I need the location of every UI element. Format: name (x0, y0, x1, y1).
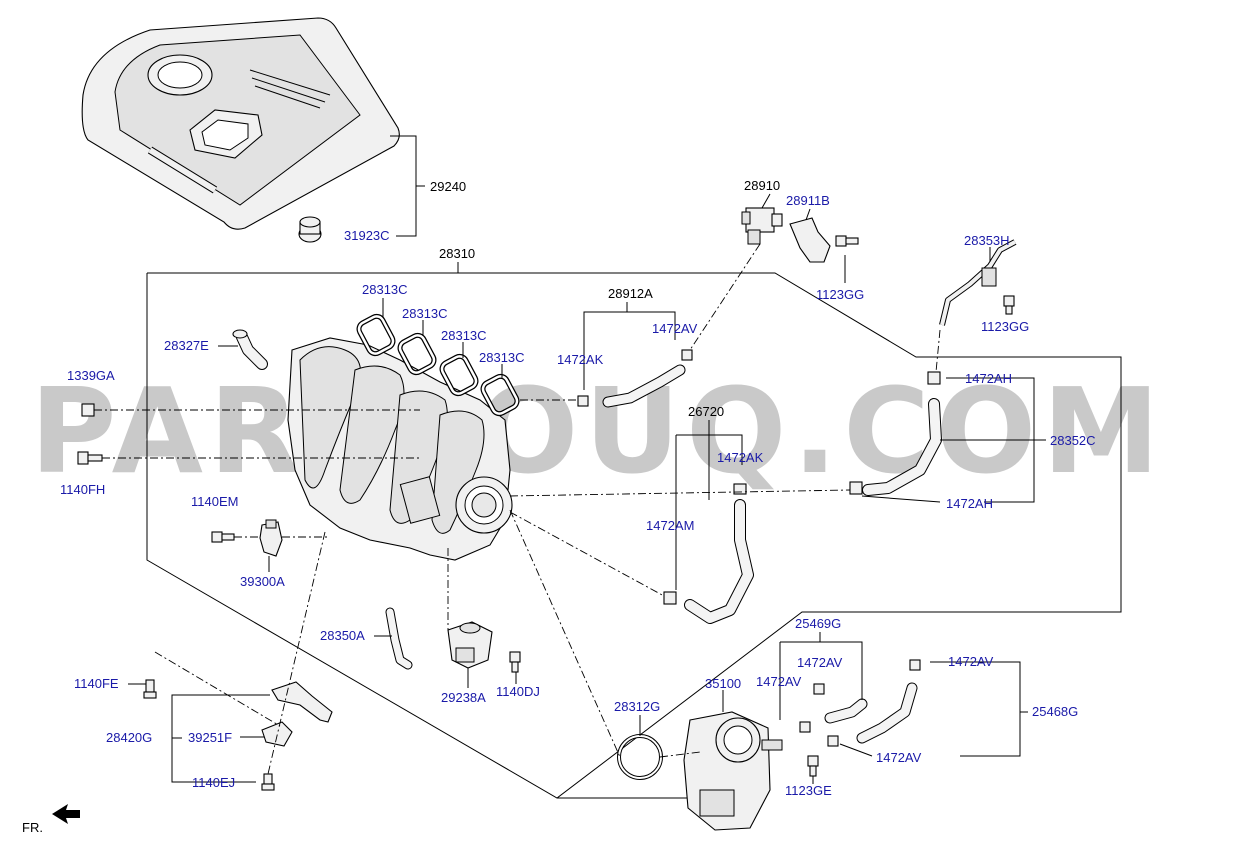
clip-1472ak-part-1[interactable] (577, 395, 589, 407)
hose-28350a-part[interactable] (385, 607, 413, 670)
label-1472av-4[interactable]: 1472AV (876, 750, 922, 765)
gasket-part-3[interactable] (439, 353, 479, 397)
hose-25468g-part[interactable] (856, 682, 918, 744)
bracket-28911b-part[interactable] (789, 217, 831, 263)
label-28310[interactable]: 28310 (439, 246, 475, 261)
label-35100[interactable]: 35100 (705, 676, 741, 691)
label-28313c-3[interactable]: 28313C (441, 328, 487, 343)
bolt-1140ej-part[interactable] (261, 773, 275, 791)
gasket-part-4[interactable] (480, 373, 520, 417)
engine-cover-part[interactable] (81, 17, 400, 230)
label-1140em[interactable]: 1140EM (191, 494, 238, 509)
label-1140dj[interactable]: 1140DJ (496, 684, 540, 699)
label-28350a[interactable]: 28350A (320, 628, 365, 643)
throttle-gasket-part[interactable] (617, 734, 663, 780)
label-29240[interactable]: 29240 (430, 179, 466, 194)
leader-29240 (390, 135, 417, 237)
label-1472av-2[interactable]: 1472AV (756, 674, 802, 689)
label-1140ej[interactable]: 1140EJ (192, 775, 235, 790)
bracket-39251f-part[interactable] (261, 721, 293, 747)
bolt-1339ga-part[interactable] (81, 403, 95, 417)
label-1472av-1[interactable]: 1472AV (797, 655, 843, 670)
label-1472am[interactable]: 1472AM (646, 518, 694, 533)
label-1140fe[interactable]: 1140FE (74, 676, 119, 691)
solenoid-28910-part[interactable] (741, 207, 783, 245)
gasket-part-1[interactable] (356, 313, 396, 357)
front-direction-arrow-icon (52, 804, 80, 824)
label-1472ak-1[interactable]: 1472AK (557, 352, 604, 367)
label-26720[interactable]: 26720 (688, 404, 724, 419)
bolt-1140dj-part[interactable] (509, 651, 521, 673)
label-28313c-2[interactable]: 28313C (402, 306, 448, 321)
label-1472av-5[interactable]: 1472AV (652, 321, 698, 336)
front-direction-label: FR. (22, 820, 43, 835)
bolt-1123gg-part-1[interactable] (835, 235, 859, 247)
clip-1472av-part-e[interactable] (681, 349, 693, 361)
bolt-1123gg-part-2[interactable] (1003, 295, 1015, 315)
clip-1472av-part-d[interactable] (909, 659, 921, 671)
clip-1472ah-part-1[interactable] (927, 371, 941, 385)
hose-28352c-part[interactable] (862, 398, 942, 496)
label-28911b[interactable]: 28911B (786, 193, 830, 208)
label-1123ge[interactable]: 1123GE (785, 783, 832, 798)
label-28352c[interactable]: 28352C (1050, 433, 1096, 448)
label-25468g[interactable]: 25468G (1032, 704, 1078, 719)
label-1472av-3[interactable]: 1472AV (948, 654, 994, 669)
label-28313c-4[interactable]: 28313C (479, 350, 525, 365)
clip-1472av-part-a[interactable] (813, 683, 825, 695)
label-25469g[interactable]: 25469G (795, 616, 841, 631)
pipe-28353h-part[interactable] (939, 239, 1017, 326)
label-1123gg-2[interactable]: 1123GG (981, 319, 1029, 334)
label-28910[interactable]: 28910 (744, 178, 780, 193)
clip-1472ah-part-2[interactable] (849, 481, 863, 495)
label-28313c-1[interactable]: 28313C (362, 282, 408, 297)
hose-28912a-part[interactable] (602, 364, 686, 408)
watermark-text: PARTSOUQ.COM (30, 362, 1166, 500)
pcv-elbow-part[interactable] (232, 329, 268, 370)
cover-grommet-part[interactable] (298, 216, 322, 243)
label-28420g[interactable]: 28420G (106, 730, 152, 745)
hose-26720-part[interactable] (684, 499, 754, 624)
label-39300a[interactable]: 39300A (240, 574, 285, 589)
label-1140fh[interactable]: 1140FH (60, 482, 105, 497)
clip-1472ak-part-2[interactable] (733, 483, 747, 495)
label-31923c[interactable]: 31923C (344, 228, 390, 243)
bolt-1140em-part[interactable] (211, 531, 235, 543)
bracket-28420g-part[interactable] (271, 681, 333, 723)
label-1472ak-2[interactable]: 1472AK (717, 450, 764, 465)
label-28912a[interactable]: 28912A (608, 286, 653, 301)
clip-1472am-part[interactable] (663, 591, 677, 605)
throttle-body-part[interactable] (683, 711, 783, 831)
bolt-1140fe-part[interactable] (143, 679, 157, 699)
bolt-1123ge-part[interactable] (807, 755, 819, 777)
label-1472ah-2[interactable]: 1472AH (946, 496, 993, 511)
label-28327e[interactable]: 28327E (164, 338, 209, 353)
map-sensor-part[interactable] (259, 519, 283, 557)
label-28312g[interactable]: 28312G (614, 699, 660, 714)
clip-1472av-part-c[interactable] (827, 735, 839, 747)
clip-1472av-part-b[interactable] (799, 721, 811, 733)
label-1472ah-1[interactable]: 1472AH (965, 371, 1012, 386)
label-1123gg-1[interactable]: 1123GG (816, 287, 864, 302)
label-39251f[interactable]: 39251F (188, 730, 232, 745)
label-29238a[interactable]: 29238A (441, 690, 486, 705)
assembly-outline (146, 272, 1122, 799)
label-28353h[interactable]: 28353H (964, 233, 1010, 248)
label-1339ga[interactable]: 1339GA (67, 368, 115, 383)
gasket-part-2[interactable] (397, 332, 437, 376)
purge-valve-part[interactable] (447, 621, 493, 669)
hose-25469g-part[interactable] (824, 698, 868, 724)
